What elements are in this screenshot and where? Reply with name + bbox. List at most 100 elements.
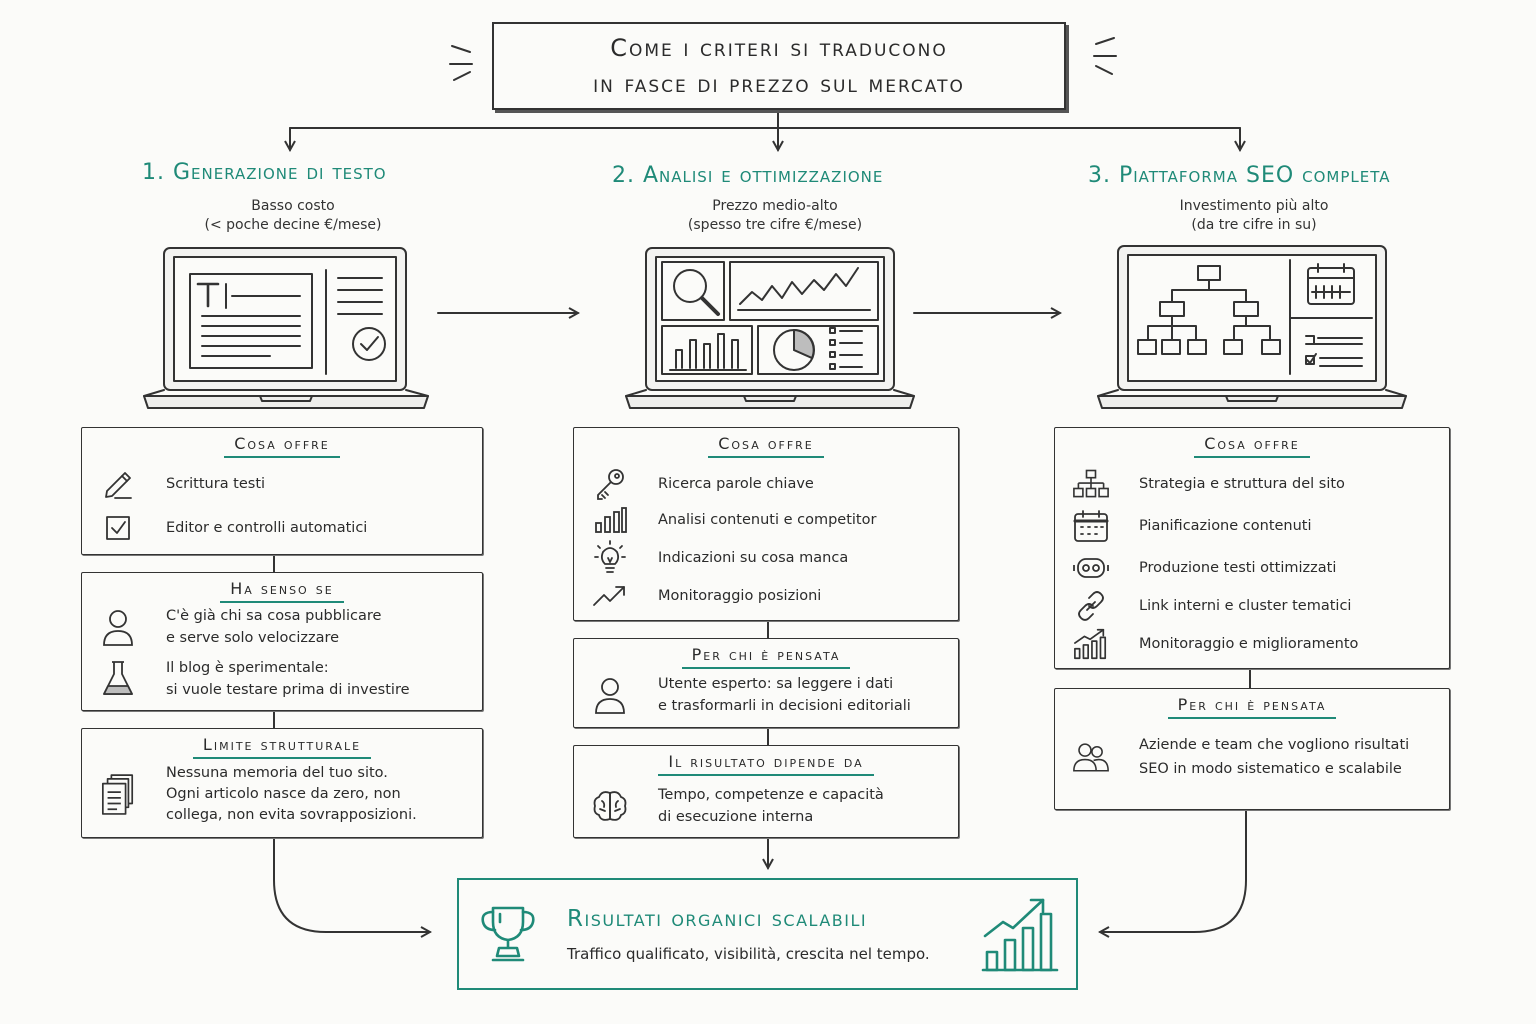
user-icon [100, 610, 136, 646]
list-item: Aziende e team che vogliono risultati SE… [1073, 733, 1439, 781]
list-item: Link interni e cluster tematici [1073, 590, 1439, 622]
column-3-title: 3. Piattaforma SEO completa [1088, 163, 1391, 188]
limit-line: Nessuna memoria del tuo sito. [166, 765, 388, 781]
list-item: Monitoraggio e miglioramento [1073, 628, 1439, 660]
trend-up-icon [592, 580, 628, 612]
pencil-writing-icon [100, 468, 136, 500]
offer-item: Indicazioni su cosa manca [658, 550, 849, 566]
list-item: Produzione testi ottimizzati [1073, 552, 1439, 584]
audience-line: SEO in modo sistematico e scalabile [1139, 761, 1402, 777]
emphasis-marks-left-icon [449, 45, 473, 81]
offer-item: Monitoraggio e miglioramento [1139, 636, 1359, 652]
col1-makes-sense-box: Ha senso se C'è già chi sa cosa pubblica… [81, 572, 483, 711]
user-icon [592, 678, 628, 714]
offer-item: Strategia e struttura del sito [1139, 476, 1345, 492]
column-1-title: 1. Generazione di testo [142, 160, 387, 185]
analytics-dashboard-laptop-icon [625, 247, 915, 409]
offer-item: Editor e controlli automatici [166, 520, 368, 536]
price-line: (spesso tre cifre €/mese) [687, 217, 863, 233]
key-icon [592, 468, 628, 500]
list-item: Analisi contenuti e competitor [592, 504, 948, 536]
list-item: Monitoraggio posizioni [592, 580, 948, 612]
robot-icon [1073, 552, 1109, 584]
result-box: Risultati organici scalabili Traffico qu… [457, 878, 1078, 990]
col2-depends-box: Il risultato dipende da Tempo, competenz… [573, 745, 959, 838]
list-item: Il blog è sperimentale: si vuole testare… [100, 657, 472, 701]
col2-audience-heading: Per chi è pensata [681, 645, 851, 669]
list-item: Strategia e struttura del sito [1073, 468, 1439, 500]
col1-makes-sense-heading: Ha senso se [220, 579, 344, 603]
growth-chart-icon [1073, 628, 1109, 660]
list-item: Ricerca parole chiave [592, 468, 948, 500]
site-structure-laptop-icon [1097, 245, 1407, 409]
calendar-icon [1073, 510, 1109, 542]
depends-line: di esecuzione interna [658, 809, 814, 825]
col2-depends-heading: Il risultato dipende da [658, 752, 874, 776]
result-title: Risultati organici scalabili [567, 906, 868, 932]
column-1-price: Basso costo (< poche decine €/mese) [143, 197, 443, 235]
price-line: (< poche decine €/mese) [204, 217, 382, 233]
lab-flask-icon [100, 661, 136, 695]
checkbox-checked-icon [100, 512, 136, 544]
audience-line: e trasformarli in decisioni editoriali [658, 698, 911, 714]
list-item: Tempo, competenze e capacità di esecuzio… [592, 784, 948, 828]
list-item: Indicazioni su cosa manca [592, 540, 948, 574]
col3-audience-box: Per chi è pensata Aziende e team che vog… [1054, 688, 1450, 810]
offer-item: Analisi contenuti e competitor [658, 512, 877, 528]
chain-link-icon [1073, 590, 1109, 622]
trophy-icon [481, 906, 535, 962]
column-2-price: Prezzo medio-alto (spesso tre cifre €/me… [625, 197, 925, 235]
offer-item: Link interni e cluster tematici [1139, 598, 1352, 614]
audience-line: Utente esperto: sa leggere i dati [658, 676, 894, 692]
audience-line: Aziende e team che vogliono risultati [1139, 737, 1410, 753]
col1-limit-box: Limite strutturale Nessuna memoria del t… [81, 728, 483, 838]
depends-line: Tempo, competenze e capacità [658, 787, 884, 803]
col2-audience-box: Per chi è pensata Utente esperto: sa leg… [573, 638, 959, 728]
offer-item: Produzione testi ottimizzati [1139, 560, 1337, 576]
offer-item: Monitoraggio posizioni [658, 588, 822, 604]
col3-offer-box: Cosa offre Strategia e struttura del sit… [1054, 427, 1450, 669]
lightbulb-icon [592, 540, 628, 574]
offer-item: Scrittura testi [166, 476, 266, 492]
list-item: Scrittura testi [100, 468, 472, 500]
col3-offer-heading: Cosa offre [1194, 434, 1310, 458]
price-line: Basso costo [251, 198, 335, 214]
offer-item: Pianificazione contenuti [1139, 518, 1312, 534]
brain-icon [592, 790, 628, 822]
condition-line: e serve solo velocizzare [166, 630, 340, 646]
title-line-2: in fasce di prezzo sul mercato [593, 70, 965, 98]
condition-line: si vuole testare prima di investire [166, 682, 410, 698]
col1-limit-heading: Limite strutturale [192, 735, 372, 759]
condition-line: C'è già chi sa cosa pubblicare [166, 608, 382, 624]
col2-offer-heading: Cosa offre [708, 434, 824, 458]
team-users-icon [1073, 741, 1109, 773]
stacked-documents-icon [100, 773, 136, 815]
growth-bar-chart-icon [981, 898, 1059, 972]
list-item: Utente esperto: sa leggere i dati e tras… [592, 673, 948, 717]
condition-line: Il blog è sperimentale: [166, 660, 329, 676]
sitemap-hierarchy-icon [1073, 468, 1109, 500]
offer-item: Ricerca parole chiave [658, 476, 814, 492]
result-subtitle: Traffico qualificato, visibilità, cresci… [567, 945, 930, 963]
diagram-title: Come i criteri si traducono in fasce di … [492, 22, 1066, 110]
col3-audience-heading: Per chi è pensata [1167, 695, 1337, 719]
limit-line: collega, non evita sovrapposizioni. [166, 807, 417, 823]
col2-offer-box: Cosa offre Ricerca parole chiave Analisi… [573, 427, 959, 621]
list-item: Nessuna memoria del tuo sito. Ogni artic… [100, 763, 472, 826]
list-item: C'è già chi sa cosa pubblicare e serve s… [100, 605, 472, 649]
list-item: Pianificazione contenuti [1073, 510, 1439, 542]
arrow-col1-to-result [273, 837, 430, 932]
arrow-col3-to-result [1100, 809, 1247, 932]
bar-chart-icon [592, 504, 628, 536]
price-line: (da tre cifre in su) [1191, 217, 1317, 233]
text-editor-laptop-icon [143, 247, 429, 409]
col1-offer-box: Cosa offre Scrittura testi Editor e cont… [81, 427, 483, 555]
limit-line: Ogni articolo nasce da zero, non [166, 786, 401, 802]
emphasis-marks-right-icon [1093, 37, 1117, 75]
list-item: Editor e controlli automatici [100, 512, 472, 544]
column-2-title: 2. Analisi e ottimizzazione [612, 163, 884, 188]
title-line-1: Come i criteri si traducono [610, 34, 948, 62]
price-line: Prezzo medio-alto [712, 198, 838, 214]
col1-offer-heading: Cosa offre [224, 434, 340, 458]
